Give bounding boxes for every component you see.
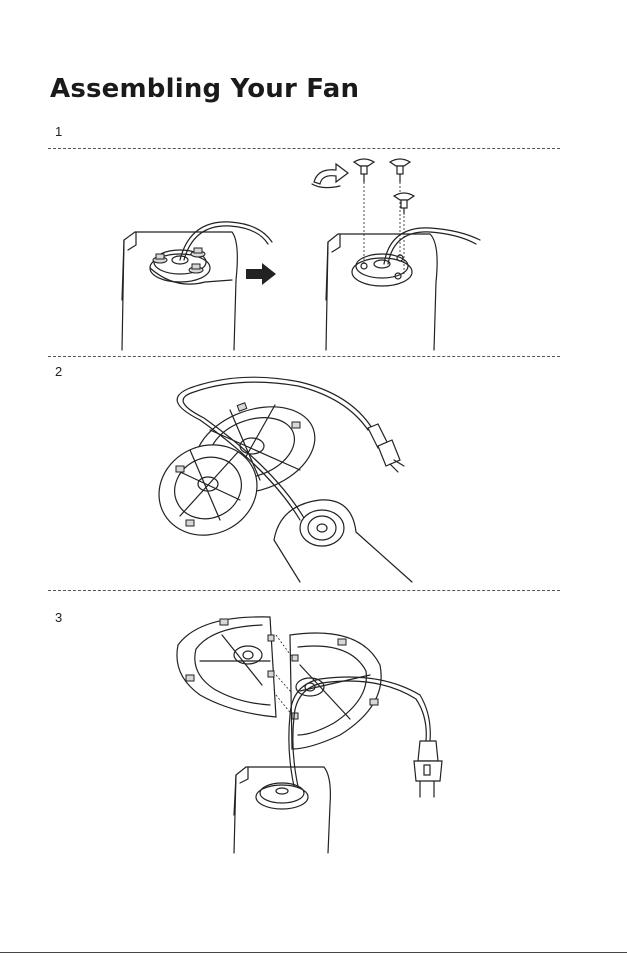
- step-number-1: 1: [55, 124, 62, 139]
- step-divider-2: [48, 356, 560, 357]
- power-plug-icon: [368, 424, 404, 472]
- thumb-screw-icon: [394, 193, 414, 214]
- step-divider-1: [48, 148, 560, 149]
- page-title: Assembling Your Fan: [50, 74, 359, 104]
- footer-rule: [0, 952, 627, 953]
- power-plug-icon: [414, 741, 442, 797]
- step-2-illustration: [0, 360, 627, 588]
- step-3-illustration: [0, 595, 627, 855]
- right-arrow-icon: [246, 263, 276, 285]
- clockwise-rotate-arrow-icon: [312, 164, 348, 188]
- fan-body-with-screws: [122, 222, 272, 350]
- base-half-left: [177, 617, 276, 717]
- thumb-screw-icon: [390, 159, 410, 182]
- thumb-screw-icon: [354, 159, 374, 182]
- fan-body: [234, 767, 330, 853]
- thumb-screw-icon: [191, 248, 205, 257]
- step-divider-3: [48, 590, 560, 591]
- step-1-illustration: [0, 150, 627, 355]
- base-half-right: [290, 633, 381, 749]
